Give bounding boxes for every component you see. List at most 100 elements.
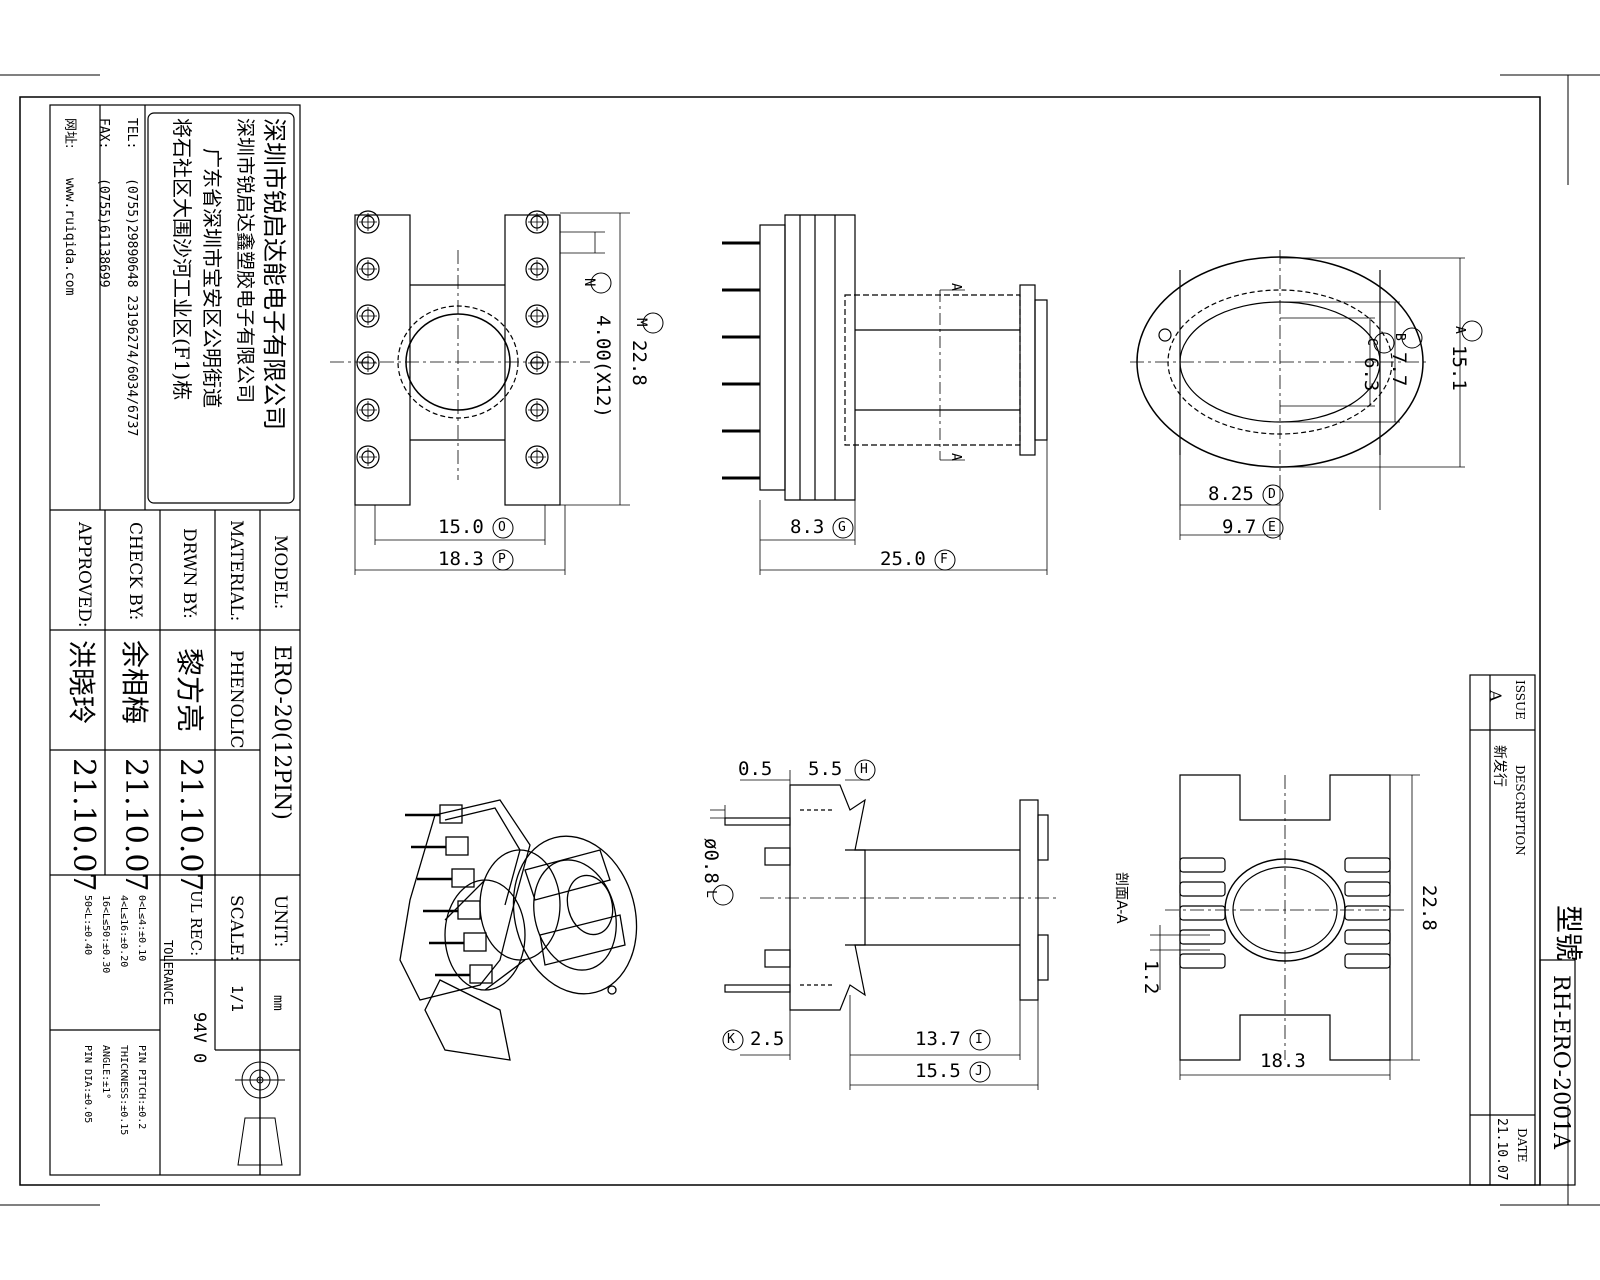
dim-bottom-width: 18.3 bbox=[1260, 1050, 1306, 1072]
description-label: DESCRIPTION bbox=[1513, 765, 1527, 856]
dim-front-height: 22.8 bbox=[628, 340, 650, 386]
dimension-tag-circle bbox=[492, 517, 514, 539]
tag-o: O bbox=[498, 520, 506, 535]
dimension-tag-circle bbox=[1373, 332, 1395, 354]
tag-b: B bbox=[1392, 333, 1407, 341]
bottom-section-label: 剖面A-A bbox=[1113, 872, 1129, 924]
pin-pad bbox=[525, 351, 549, 375]
tag-f: F bbox=[940, 552, 948, 567]
fin-left bbox=[1179, 953, 1226, 969]
iso-pin-block bbox=[463, 932, 487, 952]
dim-sec-pin-dia: ø0.8 bbox=[700, 838, 722, 884]
material-value: PHENOLIC bbox=[226, 650, 246, 749]
tag-n: N bbox=[581, 278, 597, 287]
bottom-view bbox=[1165, 774, 1405, 1061]
pin-cross bbox=[528, 354, 546, 372]
tag-k: K bbox=[727, 1032, 735, 1047]
pin-cross bbox=[528, 307, 546, 325]
tolerance-angle: ANGLE:±1° bbox=[100, 1045, 111, 1100]
address-line-1: 广东省深圳市宝安区公明街道 bbox=[200, 148, 224, 408]
title-block-lines bbox=[49, 104, 301, 1176]
fin-left bbox=[1179, 881, 1226, 897]
approved-label: APPROVED: bbox=[74, 522, 94, 628]
dimension-tag-circle bbox=[934, 549, 956, 571]
fin-left bbox=[1179, 905, 1226, 921]
model-code: RH-ERO-2001A bbox=[1548, 975, 1573, 1149]
drawn-by-label: DRWN BY: bbox=[179, 528, 199, 619]
side-view bbox=[722, 214, 1048, 501]
pin-pad bbox=[356, 351, 380, 375]
pin-pad bbox=[525, 304, 549, 328]
tolerance-row-1: 0<L≤4:±0.10 bbox=[136, 895, 147, 962]
fax-value: (0755)61138699 bbox=[96, 178, 111, 288]
pin-cross bbox=[528, 260, 546, 278]
ul-rec-value: 94V 0 bbox=[189, 1012, 209, 1064]
tag-c: C bbox=[1364, 338, 1379, 346]
fin-right bbox=[1344, 929, 1391, 945]
tolerance-row-3: 16<L≤50:±0.30 bbox=[100, 895, 111, 974]
tel-value: (0755)29890648 23196274/6034/6737 bbox=[124, 178, 139, 437]
dimension-tag-circle bbox=[969, 1061, 991, 1083]
date-value: 21.10.07 bbox=[1494, 1118, 1509, 1181]
model-label: MODEL: bbox=[270, 535, 290, 610]
dimension-tag-circle bbox=[712, 884, 734, 906]
front-view bbox=[330, 210, 590, 506]
dimension-tag-circle bbox=[854, 759, 876, 781]
fin-right bbox=[1344, 905, 1391, 921]
drawn-by-date: 21.10.07 bbox=[173, 758, 208, 892]
pin-cross bbox=[359, 401, 377, 419]
iso-pin-block bbox=[439, 804, 463, 824]
dim-end-c: 6.3 bbox=[1360, 357, 1382, 392]
pin-pad bbox=[356, 398, 380, 422]
tolerance-label: TOLERANCE bbox=[161, 940, 175, 1006]
dimension-tag-circle bbox=[722, 1029, 744, 1051]
dim-end-a: 15.1 bbox=[1448, 345, 1470, 391]
tag-p: P bbox=[498, 552, 506, 567]
address-line-2: 将石社区大围沙河工业区(F1)栋 bbox=[170, 118, 194, 401]
pin-cross bbox=[359, 354, 377, 372]
pin-cross bbox=[528, 401, 546, 419]
revision-block-lines bbox=[1469, 674, 1576, 1186]
iso-pin-block bbox=[445, 836, 469, 856]
dimension-tag-circle bbox=[1262, 484, 1284, 506]
fin-right bbox=[1344, 953, 1391, 969]
description-value: 新发行 bbox=[1491, 745, 1507, 787]
dim-bottom-wall: 1.2 bbox=[1140, 960, 1162, 995]
dim-front-pitch: 4.00(X12) bbox=[592, 315, 614, 418]
dimension-tag-circle bbox=[1461, 320, 1483, 342]
pin-pad bbox=[356, 210, 380, 234]
pin-cross bbox=[528, 448, 546, 466]
web-value: www.ruiqida.com bbox=[62, 178, 77, 296]
isometric-view bbox=[399, 799, 638, 1061]
issue-value: A bbox=[1486, 690, 1505, 702]
fin-right bbox=[1344, 881, 1391, 897]
tolerance-pin-dia: PIN DIA:±0.05 bbox=[82, 1045, 93, 1124]
pin-pad bbox=[356, 304, 380, 328]
scale-label: SCALE: bbox=[226, 895, 246, 962]
tag-d: D bbox=[1268, 487, 1276, 502]
pin-pad bbox=[525, 445, 549, 469]
dim-end-e: 9.7 bbox=[1222, 516, 1257, 538]
tag-a: A bbox=[1452, 326, 1467, 334]
dimension-tag-circle bbox=[1262, 517, 1284, 539]
section-view bbox=[724, 784, 1060, 1011]
fin-left bbox=[1179, 857, 1226, 873]
dim-sec-top-2: 5.5 bbox=[808, 758, 843, 780]
projection-symbol bbox=[235, 1058, 285, 1166]
section-mark-top: A bbox=[948, 283, 963, 291]
dim-sec-winding: 13.7 bbox=[915, 1028, 961, 1050]
tag-j: J bbox=[975, 1064, 983, 1079]
pin-cross bbox=[359, 260, 377, 278]
date-label: DATE bbox=[1515, 1128, 1529, 1163]
dim-bottom-height: 22.8 bbox=[1418, 885, 1440, 931]
dim-sec-top-1: 0.5 bbox=[738, 758, 773, 780]
dimension-tag-circle bbox=[492, 549, 514, 571]
dim-end-b: 7.7 bbox=[1388, 352, 1410, 387]
scale-value: 1/1 bbox=[228, 985, 246, 1013]
tag-g: G bbox=[838, 520, 846, 535]
fin-left bbox=[1179, 929, 1226, 945]
pin-pad bbox=[525, 210, 549, 234]
dimension-tag-circle bbox=[969, 1029, 991, 1051]
pin-pad bbox=[356, 445, 380, 469]
